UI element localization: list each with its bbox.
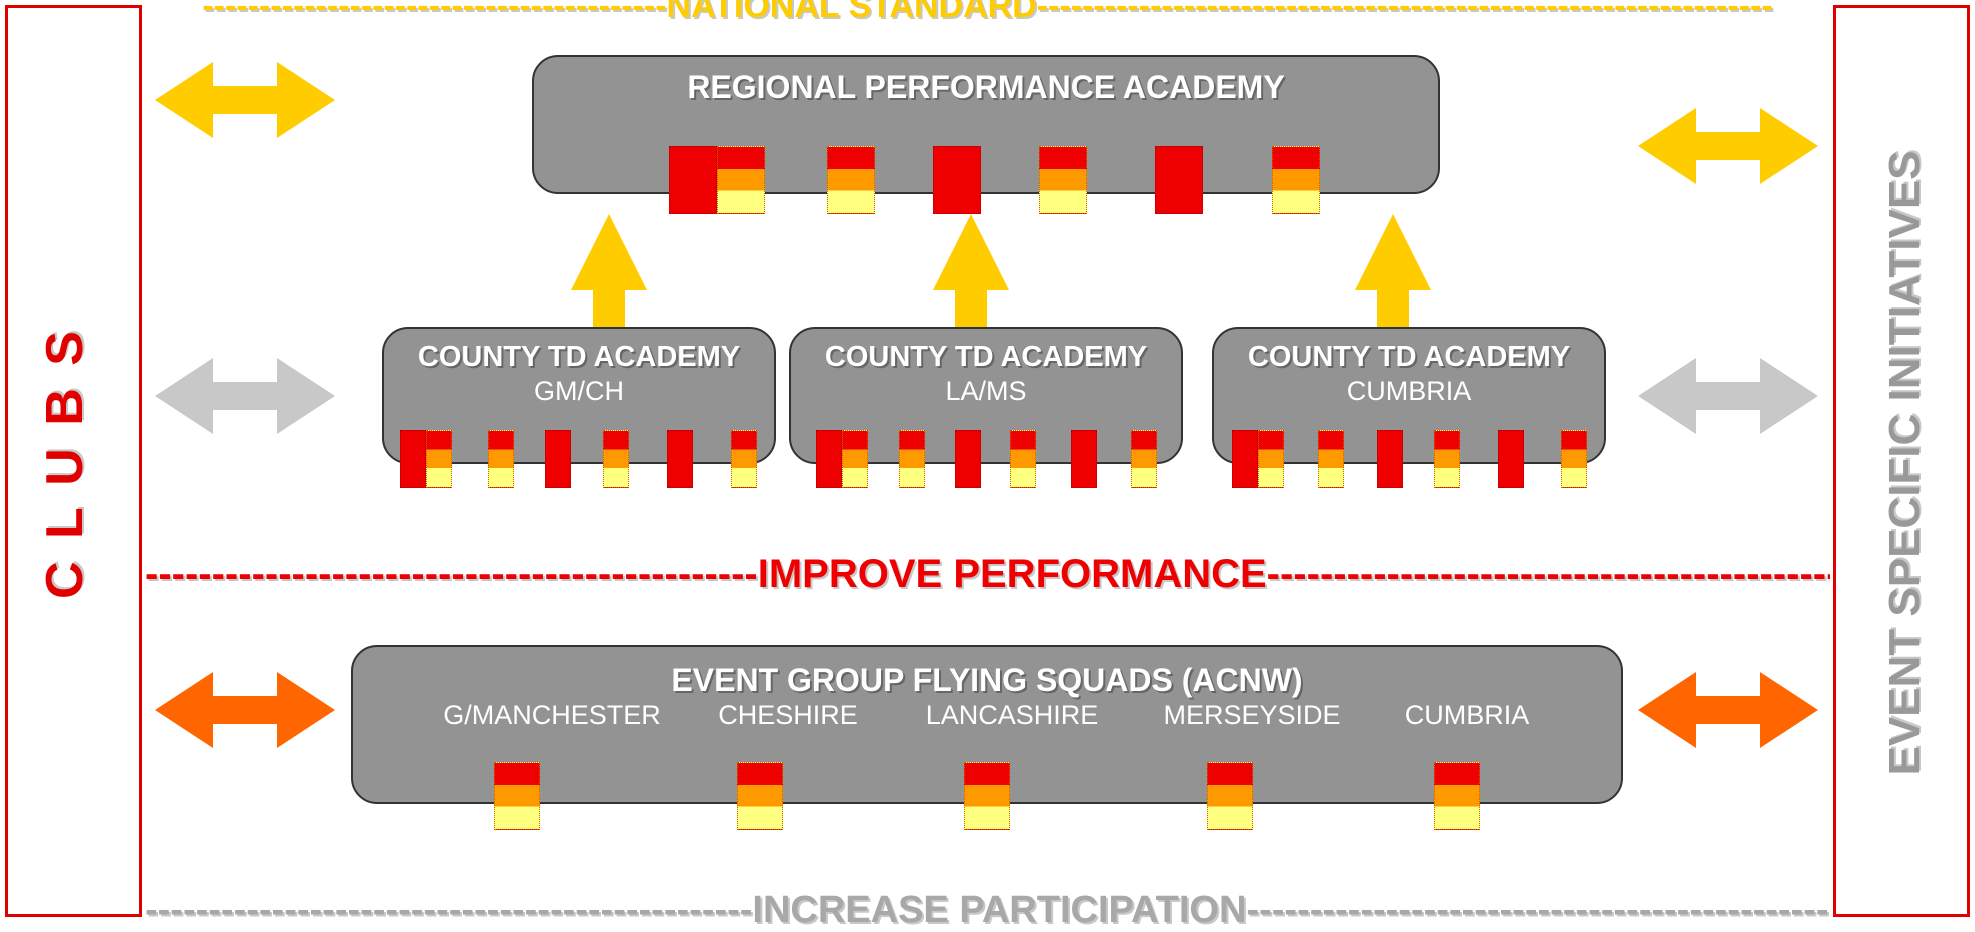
up-arrow-icon bbox=[933, 214, 1009, 328]
athlete-block bbox=[494, 762, 540, 830]
athlete-block bbox=[955, 430, 981, 488]
athlete-block bbox=[1318, 430, 1344, 488]
clubs-label: C L U B S bbox=[36, 327, 94, 599]
county-academy-title: COUNTY TD ACADEMY bbox=[1247, 341, 1571, 373]
athlete-block bbox=[1010, 430, 1036, 488]
regional-academy-title: REGIONAL PERFORMANCE ACADEMY bbox=[687, 69, 1285, 105]
clubs-sidebar bbox=[5, 5, 142, 917]
athlete-block bbox=[1155, 146, 1203, 214]
athlete-block bbox=[1039, 146, 1087, 214]
double-arrow-icon bbox=[155, 672, 335, 748]
athlete-block bbox=[1434, 430, 1460, 488]
athlete-block bbox=[400, 430, 426, 488]
initiatives-sidebar bbox=[1833, 5, 1970, 917]
athlete-block bbox=[603, 430, 629, 488]
flying-squads-title: EVENT GROUP FLYING SQUADS (ACNW) bbox=[671, 662, 1303, 698]
county-academy-title: COUNTY TD ACADEMY bbox=[417, 341, 741, 373]
athlete-block bbox=[667, 430, 693, 488]
flying-squads-box: EVENT GROUP FLYING SQUADS (ACNW) bbox=[351, 645, 1623, 804]
athlete-block bbox=[827, 146, 875, 214]
athlete-block bbox=[816, 430, 842, 488]
athlete-block bbox=[1434, 762, 1480, 830]
double-arrow-icon bbox=[155, 358, 335, 434]
county-academy-title: COUNTY TD ACADEMY bbox=[824, 341, 1148, 373]
double-arrow-icon bbox=[1638, 672, 1818, 748]
athlete-block bbox=[1232, 430, 1258, 488]
athlete-block bbox=[1207, 762, 1253, 830]
squad-area-label: CHESHIRE bbox=[718, 700, 858, 730]
county-academy-subtitle: LA/MS bbox=[945, 376, 1027, 406]
national-standard-band: ----------------------------------------… bbox=[202, 0, 1773, 25]
athlete-block bbox=[933, 146, 981, 214]
athlete-block bbox=[488, 430, 514, 488]
double-arrow-icon bbox=[1638, 108, 1818, 184]
athlete-block bbox=[899, 430, 925, 488]
squad-area-label: CUMBRIA bbox=[1404, 700, 1530, 730]
up-arrow-icon bbox=[1355, 214, 1431, 328]
athlete-block bbox=[842, 430, 868, 488]
athlete-block bbox=[737, 762, 783, 830]
squad-area-label: MERSEYSIDE bbox=[1163, 700, 1341, 730]
improve-performance-band: ----------------------------------------… bbox=[145, 552, 1830, 596]
up-arrow-icon bbox=[571, 214, 647, 328]
athlete-block bbox=[964, 762, 1010, 830]
initiatives-label: EVENT SPECIFIC INITIATIVES bbox=[1880, 150, 1929, 776]
double-arrow-icon bbox=[155, 62, 335, 138]
athlete-block bbox=[731, 430, 757, 488]
athlete-block bbox=[1377, 430, 1403, 488]
athlete-block bbox=[545, 430, 571, 488]
athlete-block bbox=[1561, 430, 1587, 488]
county-academy-subtitle: GM/CH bbox=[534, 376, 624, 406]
athlete-block bbox=[669, 146, 717, 214]
squad-area-label: LANCASHIRE bbox=[925, 700, 1099, 730]
double-arrow-icon bbox=[1638, 358, 1818, 434]
athlete-block bbox=[1131, 430, 1157, 488]
athlete-block bbox=[426, 430, 452, 488]
squad-area-label: G/MANCHESTER bbox=[443, 700, 661, 730]
county-academy-subtitle: CUMBRIA bbox=[1346, 376, 1472, 406]
athlete-block bbox=[1071, 430, 1097, 488]
athlete-block bbox=[717, 146, 765, 214]
athlete-block bbox=[1272, 146, 1320, 214]
athlete-block bbox=[1258, 430, 1284, 488]
increase-participation-band: ----------------------------------------… bbox=[145, 889, 1830, 931]
athlete-block bbox=[1498, 430, 1524, 488]
